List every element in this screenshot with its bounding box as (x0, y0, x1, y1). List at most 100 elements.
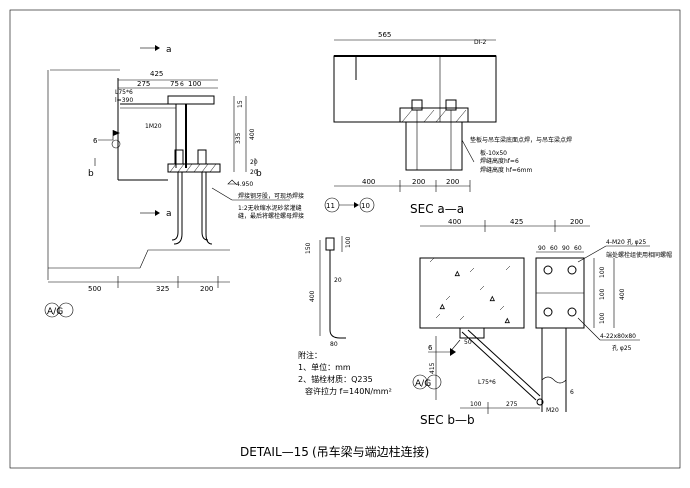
note-unit: 1、单位：mm (298, 362, 351, 372)
aa-dim-200: 200 (412, 178, 425, 186)
bolt-dim-20: 20 (334, 277, 342, 284)
dim-100: 100 (188, 80, 201, 88)
step-line (139, 249, 230, 269)
weld-size: 6 (93, 137, 98, 145)
bolt-hole-icon (567, 265, 577, 275)
aa-note-3: 焊缝高度hf=6 (480, 157, 519, 165)
grid-bubble-right (58, 302, 74, 318)
elevation-icon (227, 179, 237, 185)
bb-bolts-label: 4-M20 孔 φ25 (606, 238, 646, 246)
dim-75: 75 (170, 80, 179, 88)
axis-11: 11 (326, 202, 335, 210)
bb-dim-100-b: 100 (599, 288, 606, 300)
bb-brace (461, 331, 537, 401)
bb-dim-200: 200 (570, 218, 583, 226)
aa-note-leader (461, 139, 475, 163)
bolt-dim-400: 400 (309, 290, 316, 302)
detail-code: DETAIL—15 (240, 445, 309, 459)
bb-dim-425: 425 (510, 218, 523, 226)
weld-flag-icon (450, 348, 456, 356)
bb-concrete-hatch: △ △ △ △ (429, 257, 510, 324)
bb-angle-label: L75*6 (478, 379, 496, 386)
bb-grid-label: A/G (415, 379, 431, 389)
bolt-dim-150: 150 (305, 242, 312, 254)
aa-note-2: 板-10x50 (480, 149, 507, 157)
dim-200: 200 (200, 285, 213, 293)
bb-dim-90-b: 90 (562, 245, 570, 252)
bb-weld-label: 6 (428, 344, 433, 352)
elevation-label: 4.950 (236, 181, 253, 188)
bb-brace-2 (467, 329, 541, 397)
notes-heading: 附注： (298, 350, 322, 360)
section-aa-label: SEC a—a (410, 202, 464, 216)
note-weld-nut: 焊接钢牙股，可现场焊接 (238, 192, 304, 200)
note-leader (211, 187, 233, 201)
aa-beam-outline (333, 55, 497, 123)
aa-column (405, 121, 463, 171)
note-material: 2、锚栓材质：Q235 (298, 374, 373, 384)
dim-400: 400 (249, 128, 256, 140)
aa-dim-200-b: 200 (446, 178, 459, 186)
left-elevation-view: 425 275 75 6 100 L75*6 l=390 1M20 6 a a … (44, 45, 304, 318)
bb-dim-90: 90 (538, 245, 546, 252)
bb-bolt-m20: M20 (546, 407, 559, 414)
bolt-hole-icon (536, 398, 544, 406)
svg-text:△: △ (490, 295, 495, 302)
bolt-hole-icon (567, 307, 577, 317)
bb-dim-400: 400 (448, 218, 461, 226)
beam-top-plate (167, 95, 215, 105)
arrow-right-icon (354, 202, 359, 208)
axis-10: 10 (361, 202, 370, 210)
anchor-bolt-shaft (201, 172, 209, 241)
aa-tag: DI-2 (474, 39, 487, 46)
section-a-top-label: a (166, 45, 172, 55)
dim-20-b: 20 (250, 169, 258, 176)
axis-bubble-10 (359, 197, 375, 213)
grid-label: A/G (47, 307, 63, 317)
svg-text:△: △ (440, 303, 445, 310)
section-a-bottom-label: a (166, 209, 172, 219)
anchor-bolt-shaft (205, 172, 213, 245)
bb-dim-100: 100 (470, 401, 482, 408)
dim-20-a: 20 (250, 159, 258, 166)
bb-break-line (541, 376, 567, 384)
dim-275: 275 (137, 80, 150, 88)
dim-425: 425 (150, 70, 163, 78)
bb-dim-100-a: 100 (599, 266, 606, 278)
note-grout: 1:2无收缩水泥砂浆灌缝 (238, 204, 302, 212)
svg-text:△: △ (455, 270, 460, 277)
dim-335: 335 (235, 132, 242, 144)
section-b-left-label: b (88, 169, 94, 179)
bb-bolt-leader (577, 245, 607, 263)
angle-label: L75*6 (115, 89, 133, 96)
section-bb-label: SEC b—b (420, 413, 475, 427)
bb-dim-275: 275 (506, 401, 518, 408)
bb-dim-60: 60 (550, 245, 558, 252)
base-plate-hatch (169, 163, 217, 173)
anchor-bolt-detail: 150 100 20 400 80 (305, 236, 352, 348)
svg-text:△: △ (505, 317, 510, 324)
dim-500: 500 (88, 285, 101, 293)
weld-all-around-icon (111, 139, 121, 149)
bb-bolt-note: 端处螺栓组使用相同螺帽 (606, 251, 672, 259)
bolt-hole-icon (543, 265, 553, 275)
section-arrow-icon (155, 45, 160, 51)
bb-plate-label: 4-22x80x80 (600, 333, 636, 340)
anchor-bolt-shaft (171, 172, 179, 241)
aa-hatch (401, 109, 467, 123)
bb-plate-hole: 孔 φ25 (612, 344, 632, 352)
bb-weld2: 6 (570, 389, 574, 396)
length-label: l=390 (115, 97, 133, 104)
bb-dim-60-b: 60 (574, 245, 582, 252)
dim-15: 15 (237, 100, 244, 108)
drawing-title: DETAIL—15 (吊车梁与端边柱连接) (240, 444, 429, 459)
bolt-hole-icon (543, 307, 553, 317)
detail-name: (吊车梁与端边柱连接) (312, 444, 429, 459)
section-aa-view: 565 DI-2 垫板与吊车梁底面点焊，与吊车梁点焊 板-10x50 焊缝高度h… (324, 31, 572, 216)
section-bb-view: 400 425 200 90 60 90 60 △△ △△ 100 100 40… (412, 218, 672, 427)
bolt-label: 1M20 (145, 123, 162, 130)
sheet-border (9, 9, 681, 469)
bolt-dim-80: 80 (330, 341, 338, 348)
